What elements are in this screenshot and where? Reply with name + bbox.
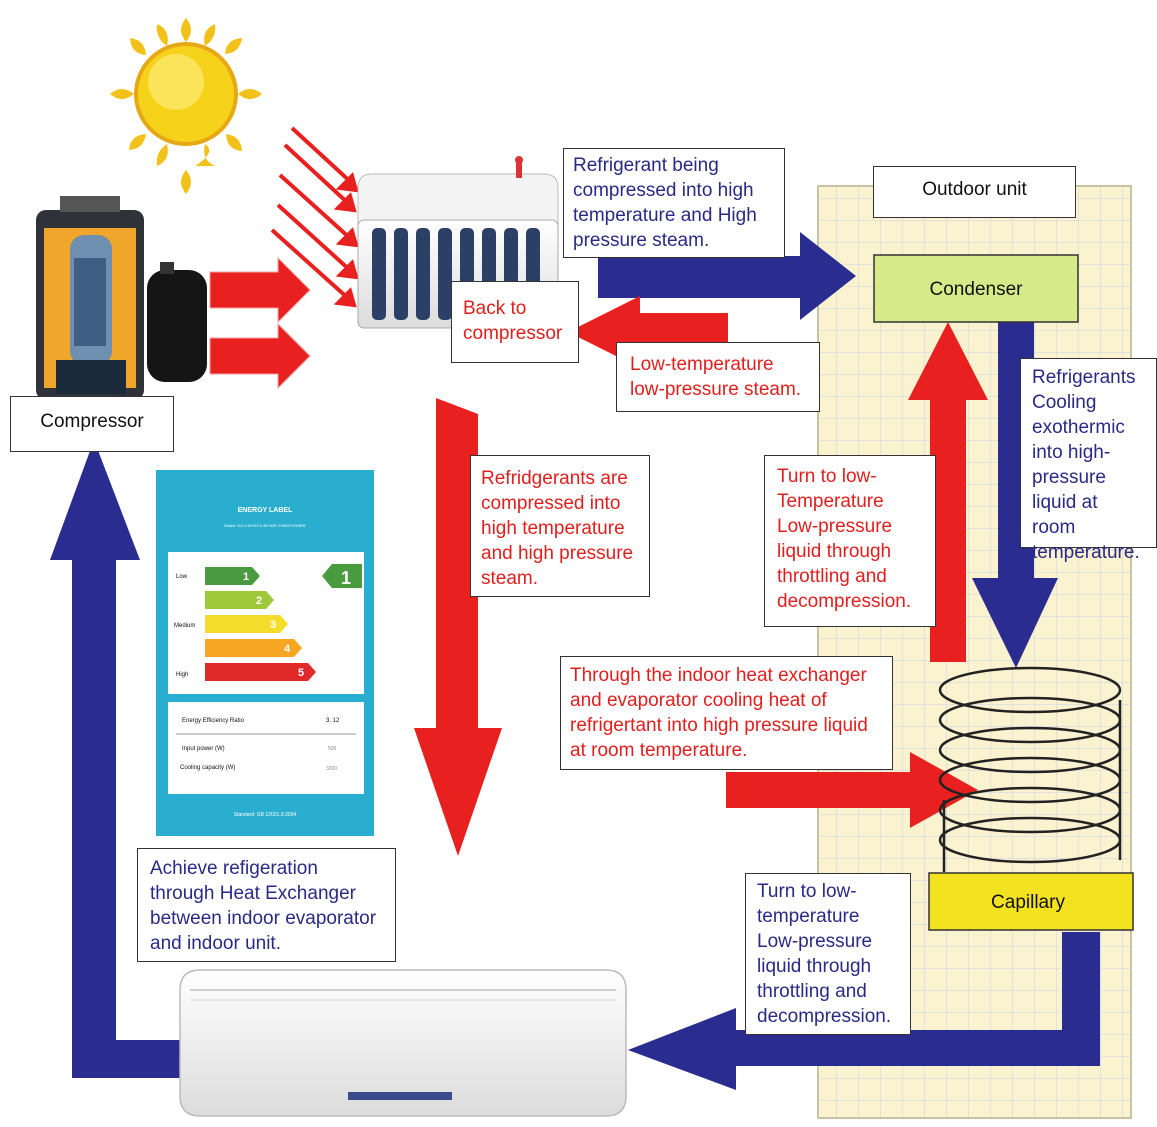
capillary-to-indoor-arrow: [628, 932, 1100, 1090]
outdoor-unit-label: Outdoor unit: [873, 166, 1076, 218]
input-power-label: Input power (W): [182, 746, 225, 752]
grade-1: 1: [243, 571, 249, 583]
to-condenser-arrow: [598, 232, 856, 320]
compressor-label: Compressor: [10, 396, 174, 452]
refridgerants-compressed-note: Refridgerants are compressed into high t…: [470, 455, 650, 597]
grade-low: Low: [176, 574, 188, 580]
energy-label-icon: ENERGY LABEL Model: KS-1.5H-ECS-BS AIR C…: [156, 470, 374, 836]
sun-icon: [110, 18, 262, 194]
grade-5: 5: [298, 667, 304, 679]
capillary-label: Capillary: [991, 892, 1065, 913]
cooling-capacity-label: Cooling capacity (W): [180, 765, 235, 771]
cooling-capacity-value: 3200: [326, 766, 337, 772]
indoor-to-compressor-arrow: [50, 440, 180, 1078]
turn-low-temp-note-2: Turn to low- temperature Low-pressure li…: [745, 873, 911, 1035]
rating-badge: 1: [341, 568, 351, 588]
low-temp-steam-note: Low-temperature low-pressure steam.: [616, 342, 820, 412]
condenser-box: Condenser: [873, 254, 1079, 323]
turn-low-temp-note-1: Turn to low- Temperature Low-pressure li…: [764, 455, 936, 627]
condenser-down-arrow: [972, 322, 1058, 668]
grade-medium: Medium: [174, 623, 195, 629]
compressor-to-unit-arrows: [209, 256, 311, 390]
achieve-refrigeration-note: Achieve refigeration through Heat Exchan…: [137, 848, 396, 962]
grade-3: 3: [270, 619, 276, 631]
grade-high: High: [176, 672, 188, 678]
indoor-heat-exchanger-note: Through the indoor heat exchanger and ev…: [560, 656, 893, 770]
refrigerant-compressed-note: Refrigerant being compressed into high t…: [563, 148, 785, 258]
grade-2: 2: [256, 595, 262, 607]
back-to-compressor-note: Back to compressor: [451, 281, 579, 363]
condenser-label: Condenser: [930, 279, 1024, 300]
sun-rays: [270, 126, 359, 308]
input-power-value: 500: [328, 746, 337, 752]
into-coil-arrow: [726, 752, 978, 828]
eer-value: 3. 12: [326, 718, 340, 724]
standard-text: Standard: GB 12021.3-2004: [234, 812, 297, 818]
eer-label: Energy Efficiency Ratio: [182, 718, 245, 724]
energy-label-subtitle: Model: KS-1.5H-ECS-BS AIR CONDITIONER: [224, 523, 305, 528]
up-to-condenser-arrow: [908, 322, 988, 662]
down-compression-arrow: [414, 398, 502, 856]
coil-icon: [938, 666, 1122, 872]
energy-label-title: ENERGY LABEL: [238, 507, 293, 514]
indoor-unit-icon: [179, 969, 627, 1117]
refrigerants-cooling-note: Refrigerants Cooling exothermic into hig…: [1020, 358, 1157, 563]
capillary-box: Capillary: [928, 872, 1134, 931]
compressor-icon: [36, 196, 207, 400]
grade-4: 4: [284, 643, 291, 655]
